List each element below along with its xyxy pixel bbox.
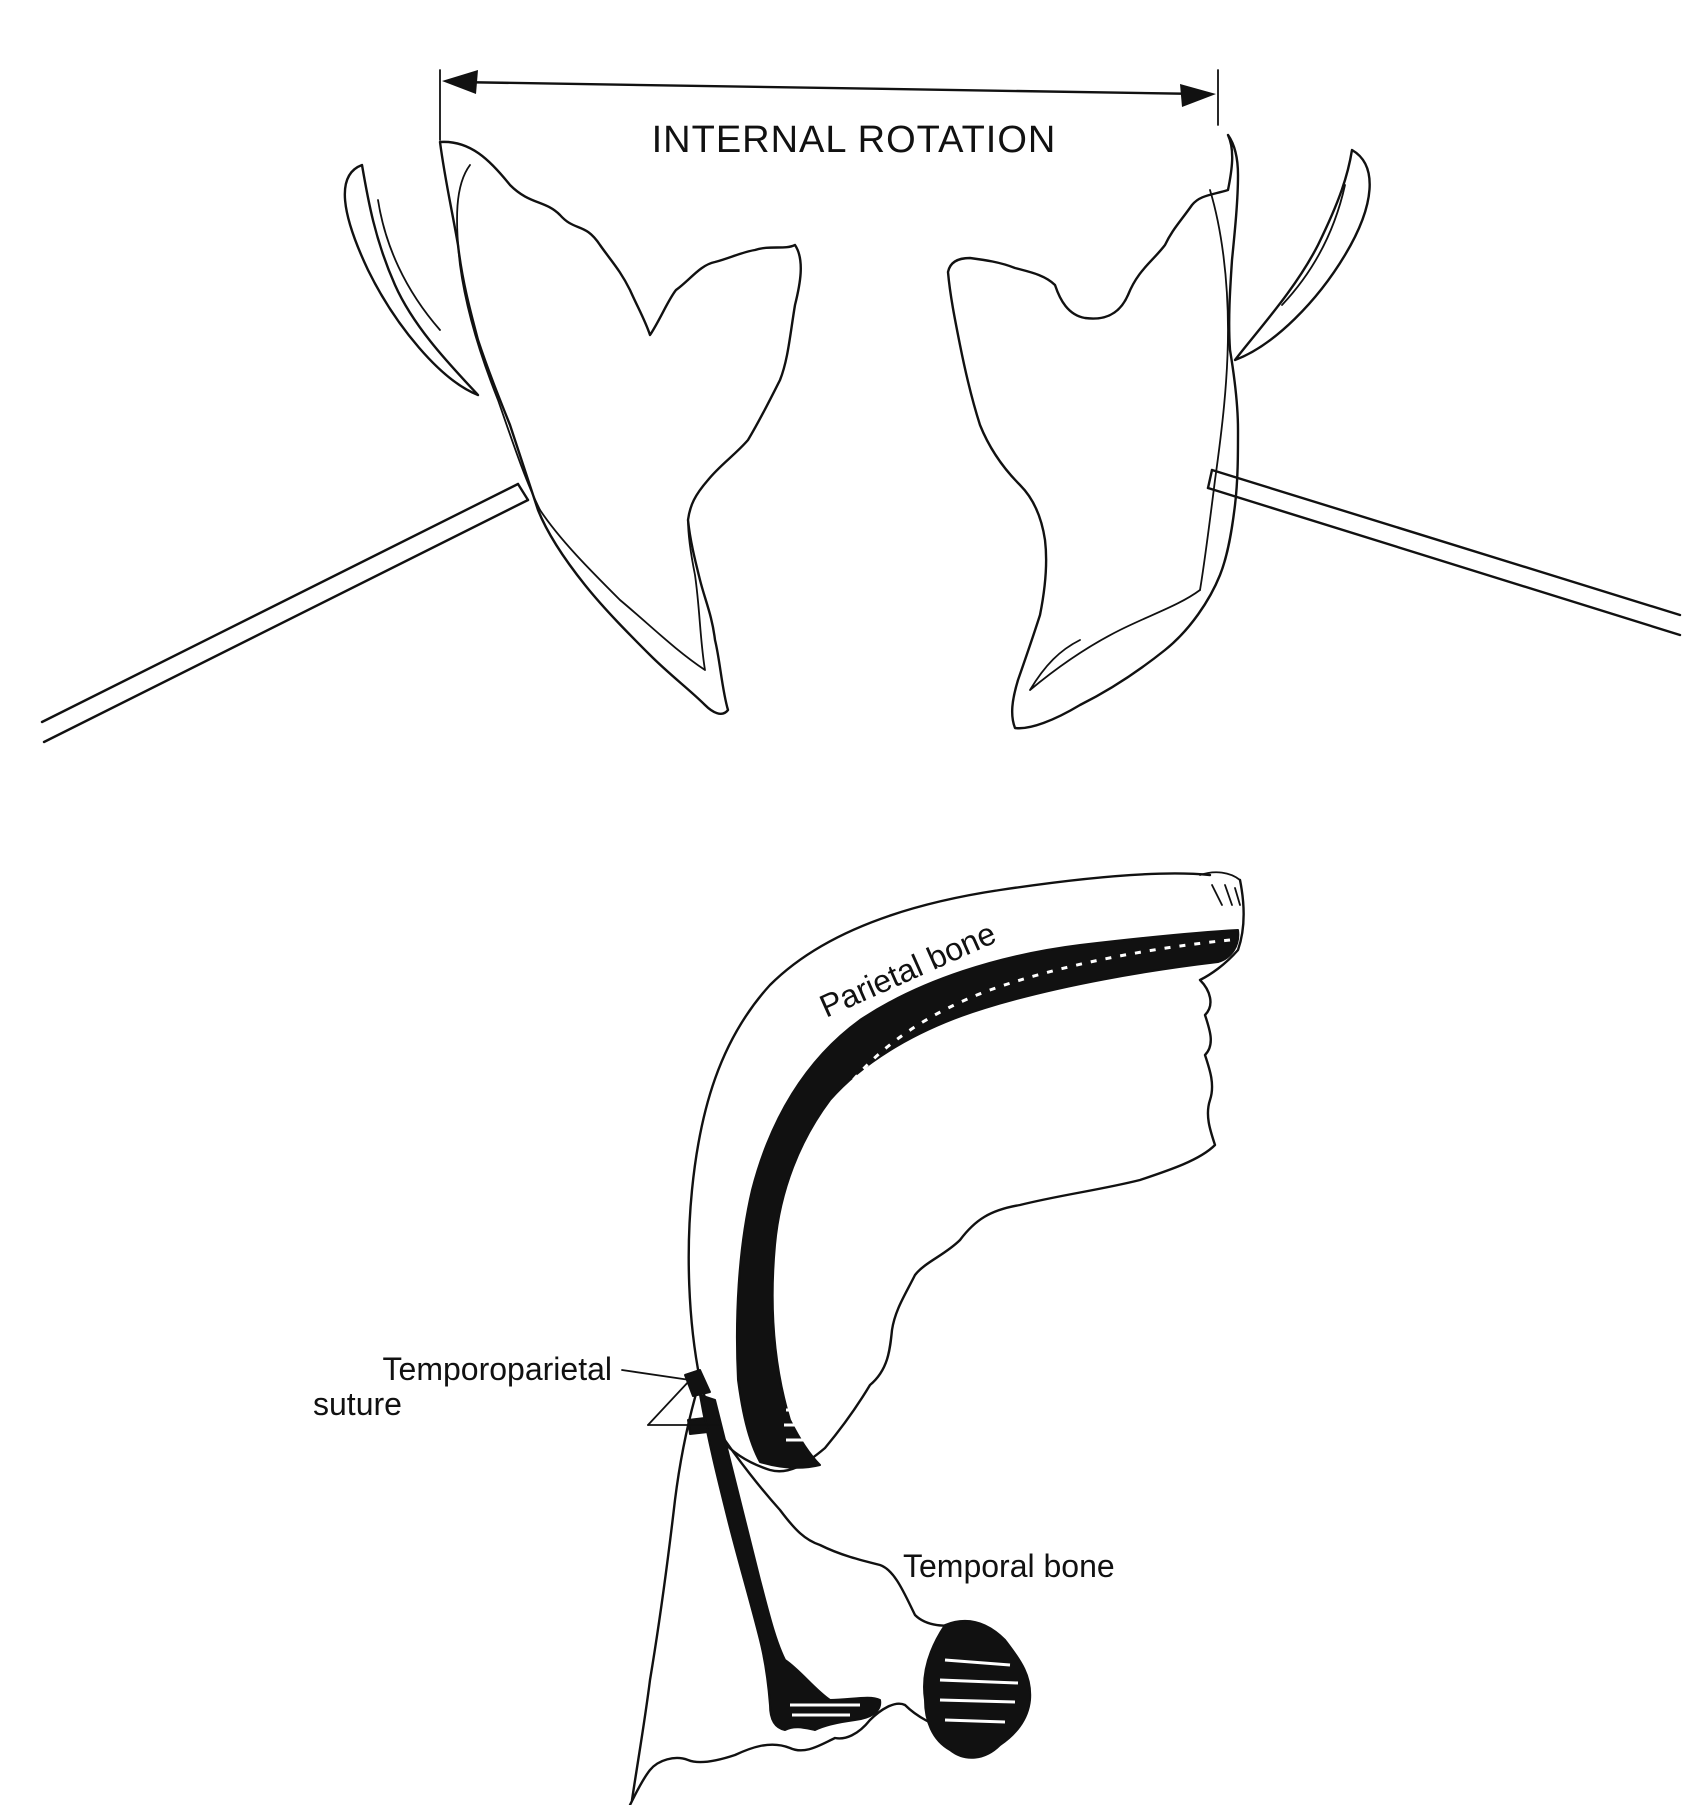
rotation-caption: INTERNAL ROTATION [652,119,1057,161]
suture-pointer [621,1369,721,1426]
right-bone [946,133,1682,730]
internal-rotation-diagram: INTERNAL ROTATION [40,69,1682,744]
parietal-band [735,929,1240,1469]
temporal-blob [923,1620,1032,1759]
left-bone [40,140,802,744]
parietal-outline [687,872,1245,1473]
temporoparietal-label-line1: Temporoparietal [383,1351,612,1387]
temporal-label: Temporal bone [903,1548,1115,1584]
temporoparietal-label-line2: suture [313,1386,402,1422]
temporal-band [699,1394,882,1731]
rotation-arrow [439,69,1219,141]
skull-section-diagram: Parietal bone Temporoparietal suture Tem… [313,871,1245,1805]
temporal-outline [628,1428,994,1805]
